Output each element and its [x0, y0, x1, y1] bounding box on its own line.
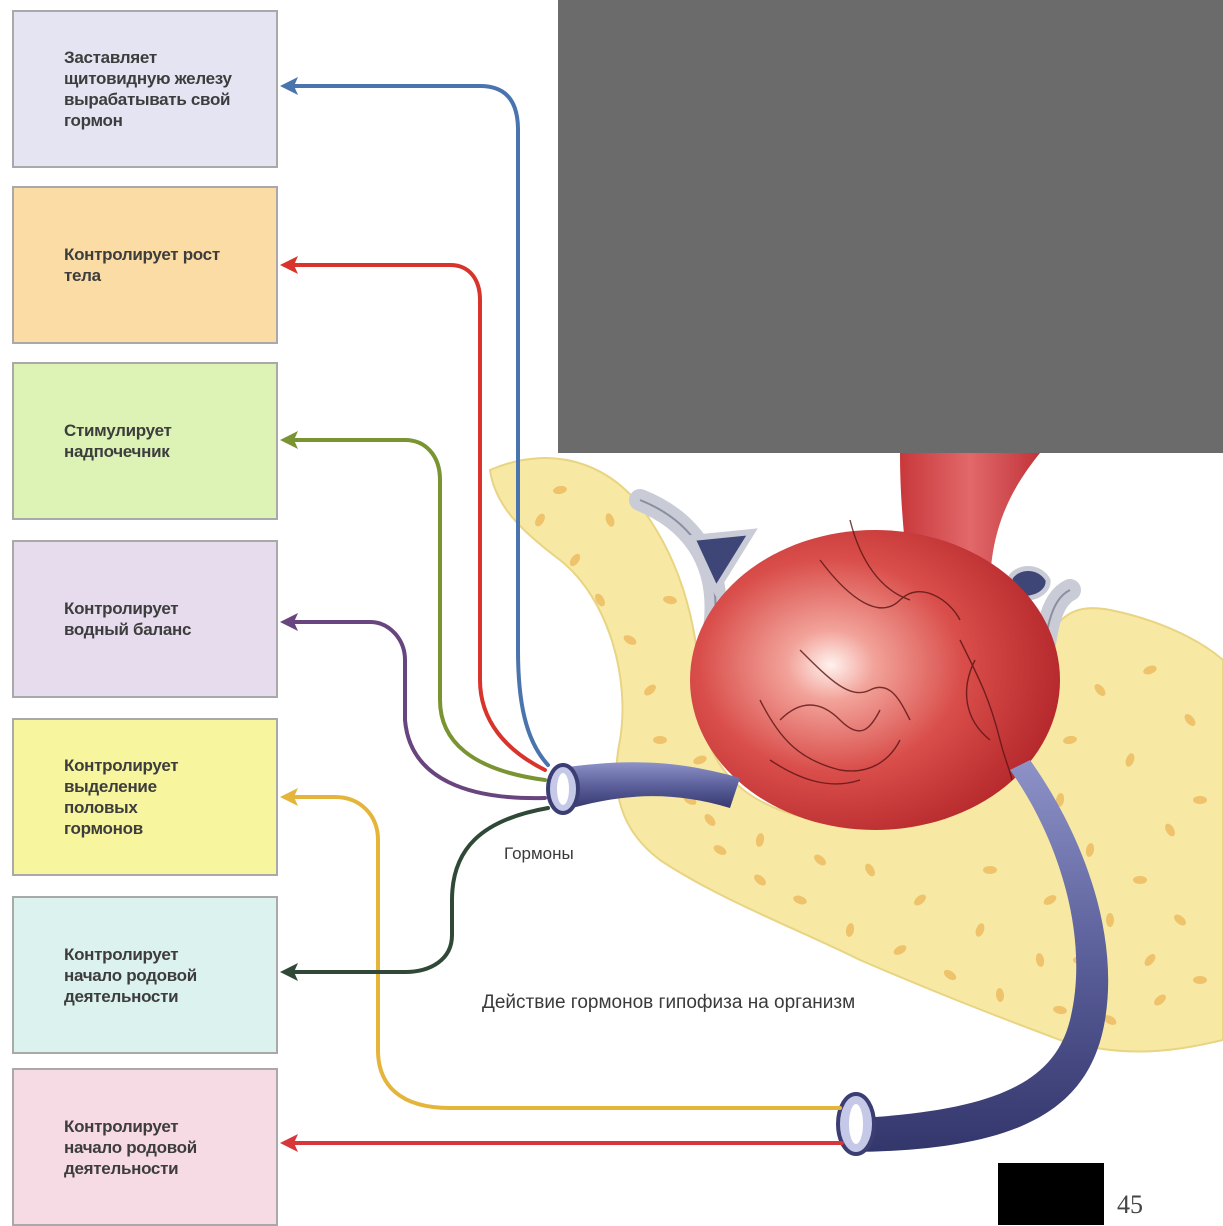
- hormone-arrow: [290, 265, 545, 770]
- function-box-label: Заставляет щитовидную железу вырабатыват…: [64, 47, 232, 131]
- figure-caption: Действие гормонов гипофиза на организм: [482, 992, 855, 1014]
- function-box-label: Контролирует водный баланс: [64, 598, 191, 640]
- function-box-label: Контролирует начало родовой деятельности: [64, 1116, 197, 1179]
- function-box: Контролирует рост тела: [12, 186, 278, 344]
- black-block: [998, 1163, 1104, 1225]
- function-box-label: Контролирует начало родовой деятельности: [64, 944, 197, 1007]
- function-box: Заставляет щитовидную железу вырабатыват…: [12, 10, 278, 168]
- function-box: Контролирует начало родовой деятельности: [12, 896, 278, 1054]
- cut-off-heading: [285, 0, 560, 10]
- hormone-arrow: [290, 808, 548, 972]
- redaction-overlay: [558, 0, 1223, 453]
- hormone-arrow: [290, 86, 548, 765]
- page-number: 45: [1117, 1190, 1143, 1220]
- function-box-label: Контролирует рост тела: [64, 244, 220, 286]
- hormones-label: Гормоны: [504, 844, 574, 864]
- function-box: Контролирует выделение половых гормонов: [12, 718, 278, 876]
- function-box-label: Контролирует выделение половых гормонов: [64, 755, 178, 839]
- function-box: Стимулирует надпочечник: [12, 362, 278, 520]
- function-box: Контролирует начало родовой деятельности: [12, 1068, 278, 1226]
- function-box: Контролирует водный баланс: [12, 540, 278, 698]
- function-box-label: Стимулирует надпочечник: [64, 420, 172, 462]
